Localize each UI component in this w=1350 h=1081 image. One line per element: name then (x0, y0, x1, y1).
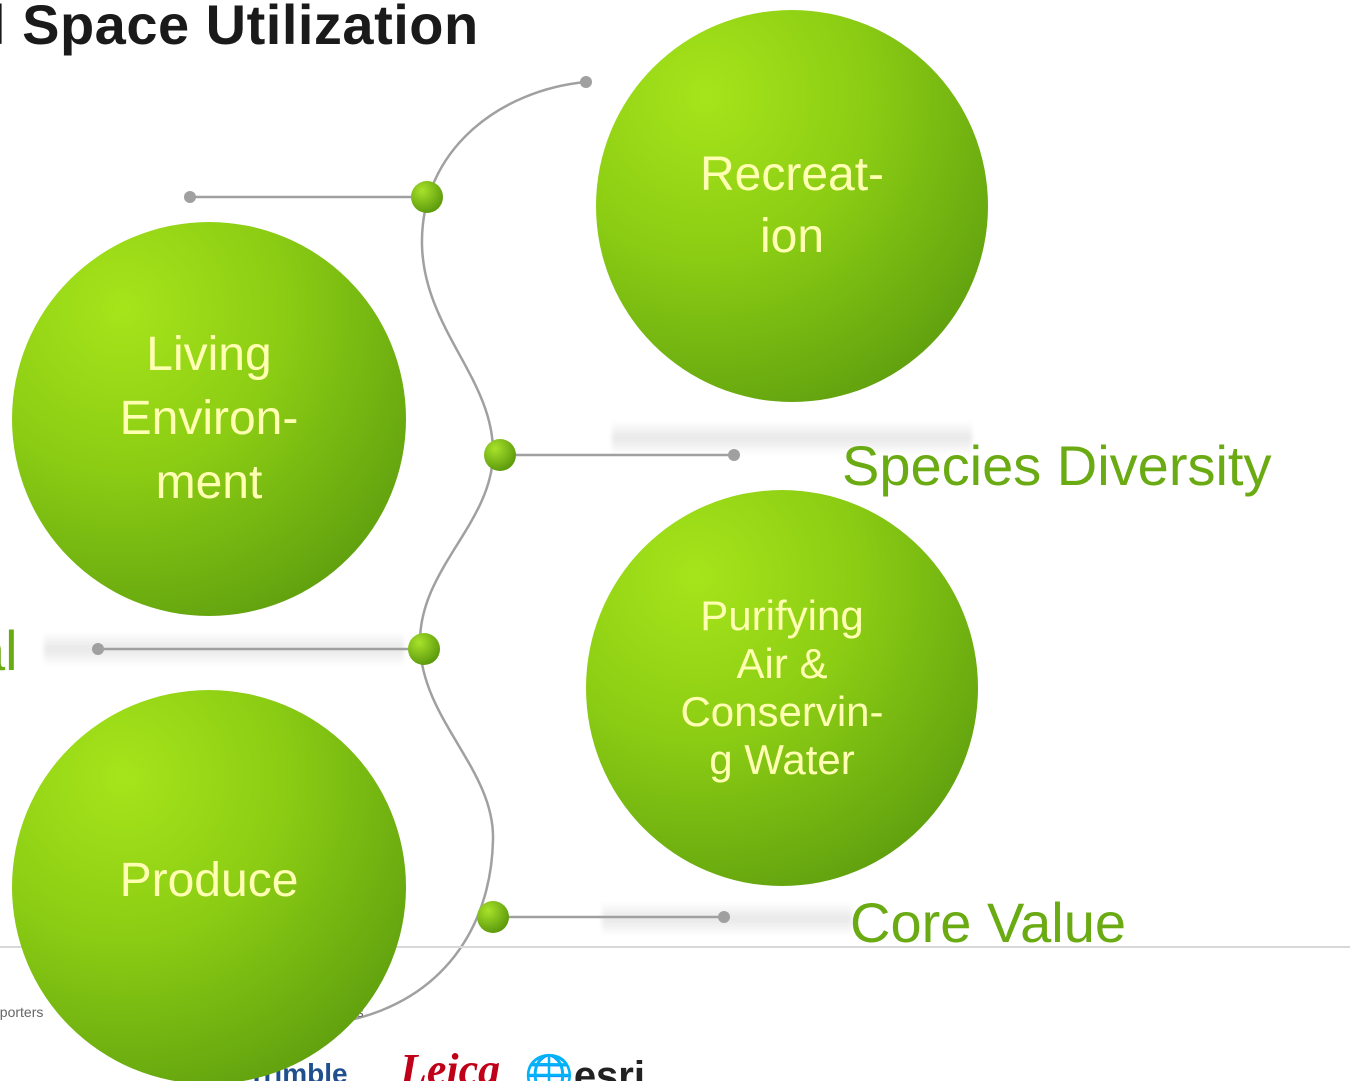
leica-logo: Leica (400, 1045, 501, 1081)
endpoint-dot-top-right (580, 76, 592, 88)
globe-icon: 🌐 (524, 1054, 574, 1081)
partial-left-label: al (0, 619, 18, 682)
esri-logo: 🌐esri (524, 1052, 645, 1081)
junction-dot-2 (484, 439, 516, 471)
living-environment-circle: Living Environ- ment (12, 222, 406, 616)
esri-logo-text: esri (573, 1054, 645, 1081)
junction-dot-1 (411, 181, 443, 213)
junction-dot-4 (477, 901, 509, 933)
endpoint-dot-left (92, 643, 104, 655)
species-diversity-label: Species Diversity (842, 434, 1272, 497)
supporters-text: pporters (0, 1004, 44, 1020)
produce-label: Produce (119, 854, 299, 907)
purifying-label: Purifying Air & Conservin- g Water (680, 592, 884, 783)
endpoint-dot-species (728, 449, 740, 461)
purifying-circle: Purifying Air & Conservin- g Water (586, 490, 978, 886)
junction-dot-3 (408, 633, 440, 665)
produce-circle: Produce (12, 690, 406, 1081)
endpoint-dot-top-left (184, 191, 196, 203)
page-title: l Space Utilization (0, 0, 479, 56)
endpoint-dot-core (718, 911, 730, 923)
label-shadow-species (612, 421, 972, 455)
footer-divider (0, 946, 1350, 948)
living-environment-label: Living Environ- ment (119, 328, 299, 509)
core-value-label: Core Value (850, 891, 1127, 954)
recreation-circle: Recreat- ion (596, 10, 988, 402)
recreation-label: Recreat- ion (699, 148, 885, 263)
